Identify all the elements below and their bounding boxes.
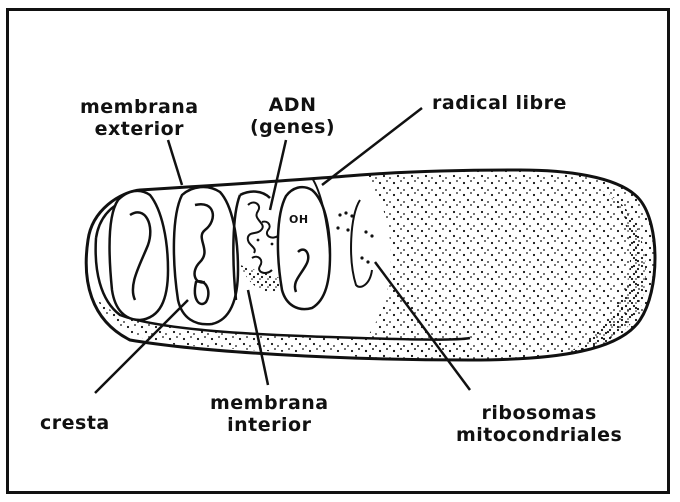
leader-membrana-exterior (168, 140, 182, 185)
label-membrana-interior: membrana interior (210, 392, 329, 436)
label-radical-libre: radical libre (432, 92, 567, 114)
label-membrana-exterior: membrana exterior (80, 96, 199, 140)
label-ribosomas: ribosomas mitocondriales (456, 402, 622, 446)
label-adn: ADN (genes) (250, 94, 335, 138)
label-cresta: cresta (40, 412, 110, 434)
label-oh: OH (289, 214, 309, 226)
crista-1 (110, 191, 168, 320)
